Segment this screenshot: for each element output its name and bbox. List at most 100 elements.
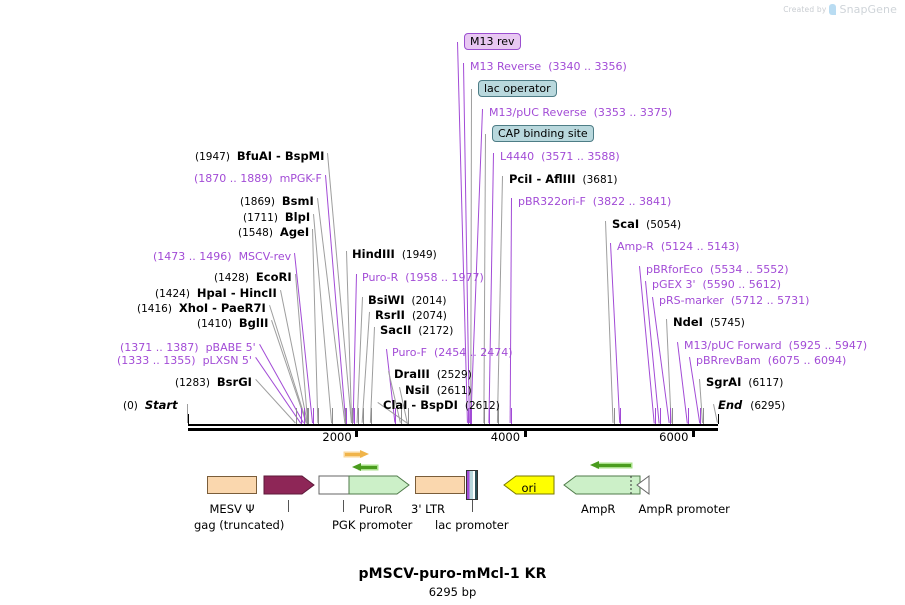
label-name-m13-reverse: M13 Reverse [470, 60, 542, 73]
label-name-amp-r: Amp-R [617, 240, 654, 253]
feature-puror[interactable] [348, 472, 410, 498]
label-pos-sgrai: (6117) [748, 377, 784, 389]
hashmark-l4440 [489, 408, 491, 424]
ruler-tick-2000 [355, 428, 359, 437]
hashmark-bsrgi [296, 408, 298, 424]
hashmark-bsmi [345, 408, 347, 424]
feature-arrow-shape [503, 475, 555, 495]
primer-arrow-shaft [598, 464, 631, 467]
plasmid-length: 6295 bp [428, 585, 477, 599]
page-title: pMSCV-puro-mMcl-1 KR [358, 566, 547, 582]
ruler-tick-label-2000: 2000 [322, 430, 352, 444]
label-name-m13puc-reverse: M13/pUC Reverse [489, 106, 587, 119]
hashmark-pbabe5 [304, 408, 306, 424]
ruler-tick-label-6000: 6000 [659, 430, 689, 444]
label-name-blpi: BlpI [284, 210, 311, 224]
label-pos-mscv-rev: (1473 .. 1496) [153, 250, 232, 263]
label-m13puc-forward: M13/pUC Forward(5925 .. 5947) [684, 336, 867, 352]
label-pos-clai-bspdi: (2612) [464, 400, 500, 412]
leader-line-m13puc-reverse [470, 108, 483, 423]
hashmark-m13puc-forward [687, 408, 689, 424]
label-ndei: NdeI(5745) [673, 313, 745, 329]
label-pos-m13puc-reverse: (3353 .. 3375) [593, 106, 673, 119]
label-scai: ScaI (5054) [612, 215, 681, 231]
label-amp-r: Amp-R (5124 .. 5143) [617, 237, 739, 253]
label-nsii: NsiI (2611) [405, 381, 472, 397]
feature-ltr3[interactable] [415, 476, 465, 494]
snapgene-logo-icon [829, 4, 837, 15]
feature-mesv-psi[interactable] [207, 476, 257, 494]
label-name-rsrii: RsrII [375, 308, 405, 322]
label-name-pbabe5: pBABE 5' [205, 341, 256, 354]
label-name-bfuai-bspmi: BfuAI - BspMI [236, 149, 325, 163]
label-pbabe5: (1371 .. 1387) pBABE 5' [120, 338, 256, 354]
feature-tick-pgk-promoter [343, 500, 344, 512]
label-pos-l4440: (3571 .. 3588) [541, 150, 620, 163]
feature-gag-truncated[interactable] [263, 472, 315, 498]
label-pbr322ori-f: pBR322ori-F(3822 .. 3841) [518, 192, 671, 208]
feature-inline-label-ori: ori [521, 481, 537, 495]
feature-ampr[interactable] [563, 472, 641, 498]
hashmark-blpi [332, 408, 334, 424]
label-pbrrevbam: pBRrevBam(6075 .. 6094) [696, 351, 846, 367]
feature-label-lac-promoter: lac promoter [435, 518, 509, 532]
feature-label-ltr3: 3' LTR [411, 502, 445, 516]
label-pos-bfuai-bspmi: (1947) [195, 151, 230, 163]
label-name-ecori: EcoRI [255, 270, 292, 284]
label-pos-ecori: (1428) [214, 272, 249, 284]
label-hindiii: HindIII(1949) [352, 245, 437, 261]
label-bsiwi: BsiWI(2014) [368, 291, 446, 307]
label-pos-pgex3: (5590 .. 5612) [702, 278, 782, 291]
ruler-bar-top [188, 424, 718, 426]
label-name-hindiii: HindIII [352, 247, 395, 261]
feature-ampr-promoter[interactable] [636, 472, 650, 498]
label-bglii: (1410)BglII [197, 314, 268, 330]
label-name-puro-f: Puro-F [392, 346, 427, 359]
feature-arrow-shape [563, 475, 641, 495]
label-name-l4440: L4440 [500, 150, 535, 163]
leader-line-puro-r [352, 273, 357, 423]
hashmark-puro-f [395, 408, 397, 424]
label-pos-end: (6295) [750, 400, 786, 412]
label-name-start: Start [144, 398, 178, 412]
ruler-start-cap [188, 414, 189, 424]
label-mpgk-f: (1870 .. 1889)mPGK-F [194, 169, 322, 185]
primer-arrow-head [352, 463, 362, 471]
ruler-tick-label-4000: 4000 [490, 430, 521, 444]
hashmark-m13puc-reverse [471, 408, 473, 424]
label-name-clai-bspdi: ClaI - BspDI [383, 398, 458, 412]
snapgene-watermark: Created by SnapGene [783, 3, 897, 16]
hashmark-mscv-rev [313, 408, 315, 424]
label-start: (0)Start [123, 396, 178, 412]
feature-label-mesv-psi: MESV Ψ [209, 502, 255, 516]
label-name-xhoi-paer7i: XhoI - PaeR7I [178, 301, 266, 315]
label-pos-nsii: (2611) [436, 385, 472, 397]
hashmark-m13rev-box [467, 408, 469, 424]
label-agei: (1548)AgeI [238, 223, 309, 239]
label-pos-amp-r: (5124 .. 5143) [660, 240, 740, 253]
hashmark-pbrrevbam [700, 408, 702, 424]
label-pos-bsrgi: (1283) [175, 377, 210, 389]
label-name-bsiwi: BsiWI [368, 293, 405, 307]
feature-label-m13rev-box: M13 rev [464, 33, 521, 50]
hashmark-sgrai [703, 408, 704, 424]
feature-arrow-shape [348, 475, 410, 495]
label-pcii-afliii: PciI - AflIII(3681) [509, 170, 617, 186]
primer-arrow-ampr-arrow [590, 461, 631, 470]
label-name-nsii: NsiI [405, 383, 430, 397]
label-pos-bglii: (1410) [197, 318, 232, 330]
label-pos-m13puc-forward: (5925 .. 5947) [788, 339, 868, 352]
feature-label-ampr: AmpR [581, 502, 616, 516]
feature-ori[interactable] [503, 472, 555, 498]
label-pos-pbabe5: (1371 .. 1387) [120, 341, 199, 354]
ruler-bar-bottom [188, 428, 718, 431]
label-pos-pbrrevbam: (6075 .. 6094) [767, 354, 847, 367]
feature-lac-promoter[interactable] [466, 470, 478, 500]
hashmark-hindiii [352, 408, 354, 424]
label-name-scai: ScaI [612, 217, 640, 231]
label-pos-scai: (5054) [646, 219, 682, 231]
label-name-mpgk-f: mPGK-F [279, 172, 322, 185]
label-sacii: SacII(2172) [380, 321, 453, 337]
label-xhoi-paer7i: (1416)XhoI - PaeR7I [137, 299, 266, 315]
